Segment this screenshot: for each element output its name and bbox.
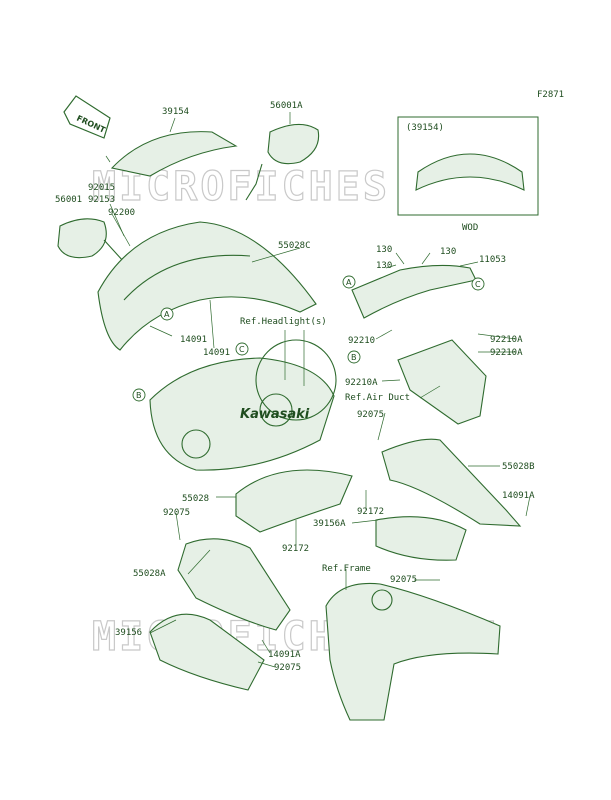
ref-frame-label: Ref.Frame: [322, 564, 371, 574]
part-label-14091-b: 14091: [203, 348, 230, 358]
ref-air-duct-label: Ref.Air Duct: [345, 393, 410, 403]
part-label-39154: 39154: [162, 107, 189, 117]
part-label-55028: 55028: [182, 494, 209, 504]
callout-c-right: C: [471, 277, 485, 291]
callout-a-left: A: [160, 307, 174, 321]
inner-panel-center-shape: [235, 469, 353, 533]
part-label-92210a-3: 92210A: [345, 378, 378, 388]
callout-b-right: B: [347, 350, 361, 364]
wod-inset: (39154) WOD: [397, 116, 539, 233]
part-label-92210a-2: 92210A: [490, 348, 523, 358]
windshield-shape: [110, 131, 238, 177]
side-cowl-right-shape: [381, 438, 522, 527]
part-label-92015: 92015: [88, 183, 115, 193]
part-label-130-c: 130: [376, 261, 392, 271]
svg-text:C: C: [239, 345, 245, 354]
wod-windshield-shape: [415, 153, 525, 191]
svg-text:C: C: [475, 280, 481, 289]
upper-cowl-shape: [97, 221, 317, 351]
part-label-55028a: 55028A: [133, 569, 166, 579]
part-label-14091-a: 14091: [180, 335, 207, 345]
leader-lines: [105, 112, 531, 668]
part-label-55028c: 55028C: [278, 241, 311, 251]
part-label-130-a: 130: [376, 245, 392, 255]
part-label-55028b: 55028B: [502, 462, 535, 472]
part-label-92172-b: 92172: [282, 544, 309, 554]
headlight-assembly-shape: [149, 339, 337, 471]
callout-a-right: A: [342, 275, 356, 289]
ref-headlights-label: Ref.Headlight(s): [240, 317, 327, 327]
part-label-11053: 11053: [479, 255, 506, 265]
svg-text:A: A: [346, 278, 352, 287]
part-label-92200: 92200: [108, 208, 135, 218]
lower-panel-left-shape: [149, 613, 265, 691]
callout-b-left: B: [132, 388, 146, 402]
frame-neck-shape: [371, 589, 393, 611]
part-label-92210: 92210: [348, 336, 375, 346]
part-label-92210a-1: 92210A: [490, 335, 523, 345]
brand-badge: Kawasaki: [240, 407, 310, 422]
part-label-56001a: 56001A: [270, 101, 303, 111]
part-label-92075-c: 92075: [390, 575, 417, 585]
mounting-bracket-shape: [351, 264, 477, 319]
side-cowl-left-shape: [177, 538, 291, 631]
callout-c-left: C: [235, 342, 249, 356]
wod-header: (39154): [406, 123, 444, 133]
frame-shape: [325, 582, 501, 721]
upper-cowl-contour: [123, 254, 251, 301]
svg-text:A: A: [164, 310, 170, 319]
right-mirror-shape: [245, 123, 320, 201]
part-label-92172-a: 92172: [357, 507, 384, 517]
wod-footer: WOD: [462, 223, 478, 233]
part-label-14091a-b: 14091A: [268, 650, 301, 660]
svg-text:B: B: [136, 391, 142, 400]
figure-code: F2871: [537, 90, 564, 100]
part-label-92153: 92153: [88, 195, 115, 205]
part-label-14091a-a: 14091A: [502, 491, 535, 501]
lower-panel-right-shape: [375, 516, 467, 561]
air-duct-shape: [397, 339, 487, 425]
front-arrow-icon: FRONT: [63, 95, 111, 139]
part-label-39156a: 39156A: [313, 519, 346, 529]
part-label-39156: 39156: [115, 628, 142, 638]
part-label-56001: 56001: [55, 195, 82, 205]
svg-text:B: B: [351, 353, 357, 362]
part-label-92075-d: 92075: [274, 663, 301, 673]
part-label-130-b: 130: [440, 247, 456, 257]
part-label-92075-a: 92075: [357, 410, 384, 420]
part-label-92075-b: 92075: [163, 508, 190, 518]
